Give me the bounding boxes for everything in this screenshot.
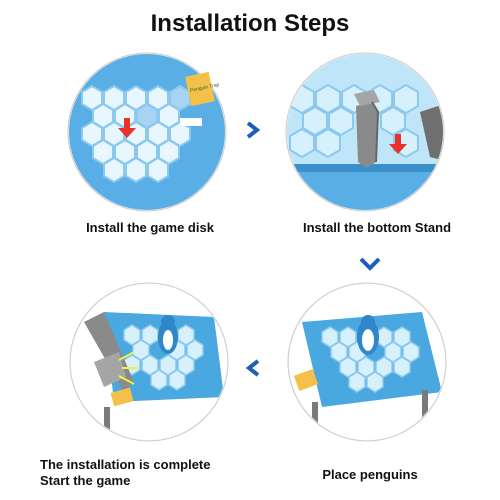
chevron-down-icon [359,257,381,271]
chevron-right-icon [246,121,261,139]
chevron-left-icon [245,359,260,377]
step1-caption: Install the game disk [86,220,214,235]
step3-place-penguins-image [287,282,447,442]
page-title: Installation Steps [150,10,350,37]
step4-complete-image [69,282,229,442]
step1-game-disk-image: Penguin Trap [67,52,227,212]
step2-bottom-stand-image [285,52,445,212]
step4-caption-line2: Start the game [40,473,131,488]
step4-caption: The installation is complete Start the g… [40,457,270,489]
step3-caption: Place penguins [322,467,418,482]
step2-caption: Install the bottom Stand [302,220,452,235]
step4-caption-line1: The installation is complete [40,457,211,472]
